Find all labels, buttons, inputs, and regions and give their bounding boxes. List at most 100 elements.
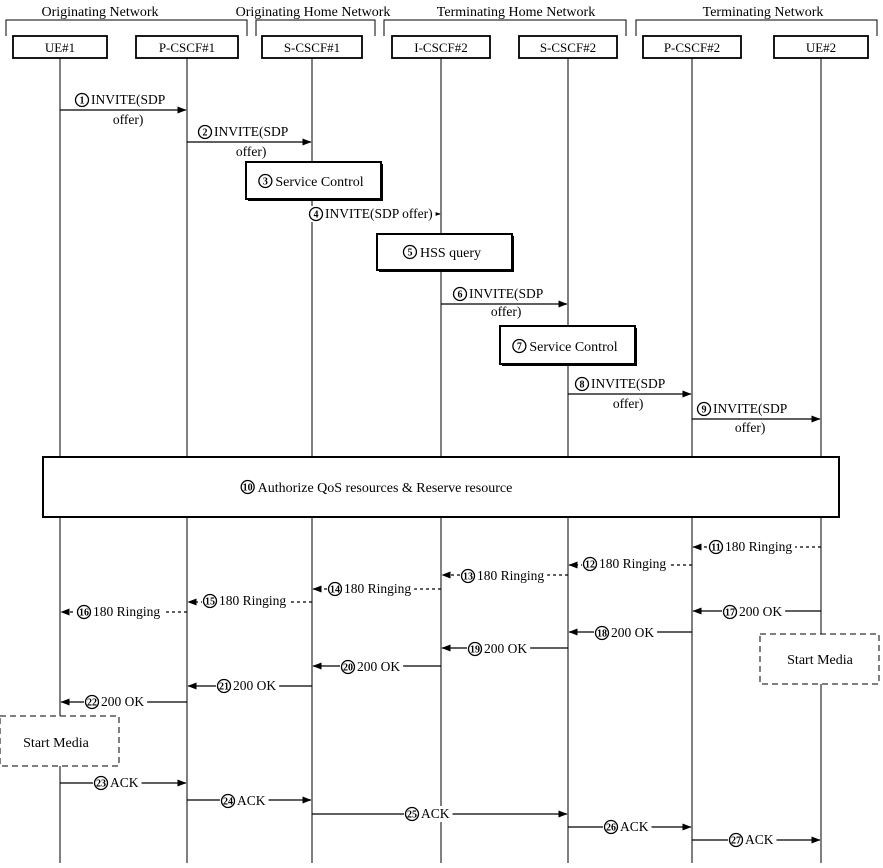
label-background	[460, 568, 548, 584]
entity-label-ue2: UE#2	[806, 40, 836, 55]
network-label-ohome: Originating Home Network	[236, 5, 391, 20]
step-number-text: 14	[330, 585, 340, 596]
step-label-21: 200 OK	[233, 678, 276, 693]
step-label-2: INVITE(SDP	[214, 124, 288, 139]
label-background	[594, 625, 658, 641]
label-background	[452, 286, 547, 302]
label-background	[574, 376, 669, 392]
step-number-circle	[74, 92, 90, 108]
step-number-19: 19	[467, 641, 483, 657]
step-number-circle	[84, 694, 100, 710]
step-number-circle	[76, 604, 92, 620]
step-label-22: 200 OK	[101, 694, 144, 709]
label-background	[327, 581, 415, 597]
entity-label-icscf2: I-CSCF#2	[414, 40, 467, 55]
step-number-20: 20	[340, 659, 356, 675]
entity-label-pcscf2: P-CSCF#2	[664, 40, 720, 55]
step-number-circle	[308, 206, 324, 222]
label-background	[202, 593, 290, 609]
step-number-text: 3	[263, 177, 268, 188]
entity-label-pcscf1: P-CSCF#1	[159, 40, 215, 55]
qos-reservation-box	[42, 456, 840, 518]
step-label-11: 180 Ringing	[725, 539, 792, 554]
label-background	[708, 539, 796, 555]
step-number-circle	[202, 593, 218, 609]
step-label-16: 180 Ringing	[93, 604, 160, 619]
process-box-step-5	[376, 233, 513, 271]
label-background	[696, 401, 791, 417]
label-background	[74, 92, 169, 108]
start-media-label-ue2: Start Media	[787, 653, 853, 668]
step-label-1: INVITE(SDP	[91, 92, 165, 107]
step-number-text: 13	[463, 572, 473, 583]
step-number-circle	[467, 641, 483, 657]
step-label-24: ACK	[237, 793, 266, 808]
step-number-text: 11	[711, 543, 720, 554]
step-label-4: INVITE(SDP offer)	[325, 206, 433, 221]
step-number-circle	[452, 286, 468, 302]
step-number-text: 16	[79, 608, 89, 619]
step-number-text: 21	[219, 682, 229, 693]
step-number-circle	[603, 819, 619, 835]
step-number-text: 6	[458, 290, 463, 301]
step-number-circle	[220, 793, 236, 809]
step-number-text: 15	[205, 597, 215, 608]
entity-box-ue2	[773, 35, 869, 59]
network-label-orig: Originating Network	[41, 5, 158, 20]
step-label-23: ACK	[110, 775, 139, 790]
step-number-text: 7	[517, 342, 522, 353]
network-label-term: Terminating Network	[703, 5, 824, 20]
entity-box-ue1	[12, 35, 108, 59]
step-label-7: Service Control	[529, 340, 617, 355]
step-label-6: INVITE(SDP	[469, 286, 543, 301]
entity-box-pcscf1	[135, 35, 239, 59]
step-number-text: 8	[580, 380, 585, 391]
step-number-text: 19	[470, 645, 480, 656]
step-number-3: 3	[258, 173, 273, 189]
step-label-10: Authorize QoS resources & Reserve resour…	[258, 481, 513, 496]
step-number-circle	[404, 806, 420, 822]
step-number-circle	[728, 832, 744, 848]
step-number-circle	[512, 338, 527, 354]
label-background	[197, 124, 292, 140]
step-label-8: INVITE(SDP	[591, 376, 665, 391]
step-label-5: HSS query	[420, 246, 481, 261]
step-number-text: 24	[223, 797, 233, 808]
step-number-25: 25	[404, 806, 420, 822]
step-number-18: 18	[594, 625, 610, 641]
step-number-27: 27	[728, 832, 744, 848]
step-label-25: ACK	[421, 806, 450, 821]
step-number-text: 4	[314, 210, 319, 221]
step-number-11: 11	[708, 539, 724, 555]
label-background	[84, 694, 148, 710]
step-label-1-line2: offer)	[113, 112, 143, 127]
step-number-12: 12	[582, 556, 598, 572]
label-background	[467, 641, 531, 657]
step-number-text: 10	[243, 483, 253, 494]
step-number-text: 2	[203, 128, 208, 139]
label-background	[216, 678, 280, 694]
step-number-13: 13	[460, 568, 476, 584]
step-label-18: 200 OK	[611, 625, 654, 640]
step-number-text: 23	[96, 779, 106, 790]
step-label-14: 180 Ringing	[344, 581, 411, 596]
step-number-circle	[460, 568, 476, 584]
label-background	[76, 604, 164, 620]
entity-box-scscf2	[518, 35, 618, 59]
entity-box-icscf2	[391, 35, 491, 59]
step-label-17: 200 OK	[739, 604, 782, 619]
step-number-text: 17	[725, 608, 735, 619]
network-bracket-orig	[5, 19, 248, 36]
step-number-9: 9	[696, 401, 712, 417]
network-bracket-ohome	[255, 19, 376, 36]
entity-label-ue1: UE#1	[45, 40, 75, 55]
step-label-2-line2: offer)	[236, 144, 266, 159]
step-number-text: 1	[80, 96, 85, 107]
step-label-9-line2: offer)	[735, 420, 765, 435]
step-number-text: 22	[87, 698, 97, 709]
step-number-text: 26	[606, 823, 616, 834]
step-number-17: 17	[722, 604, 738, 620]
step-number-circle	[258, 173, 273, 189]
